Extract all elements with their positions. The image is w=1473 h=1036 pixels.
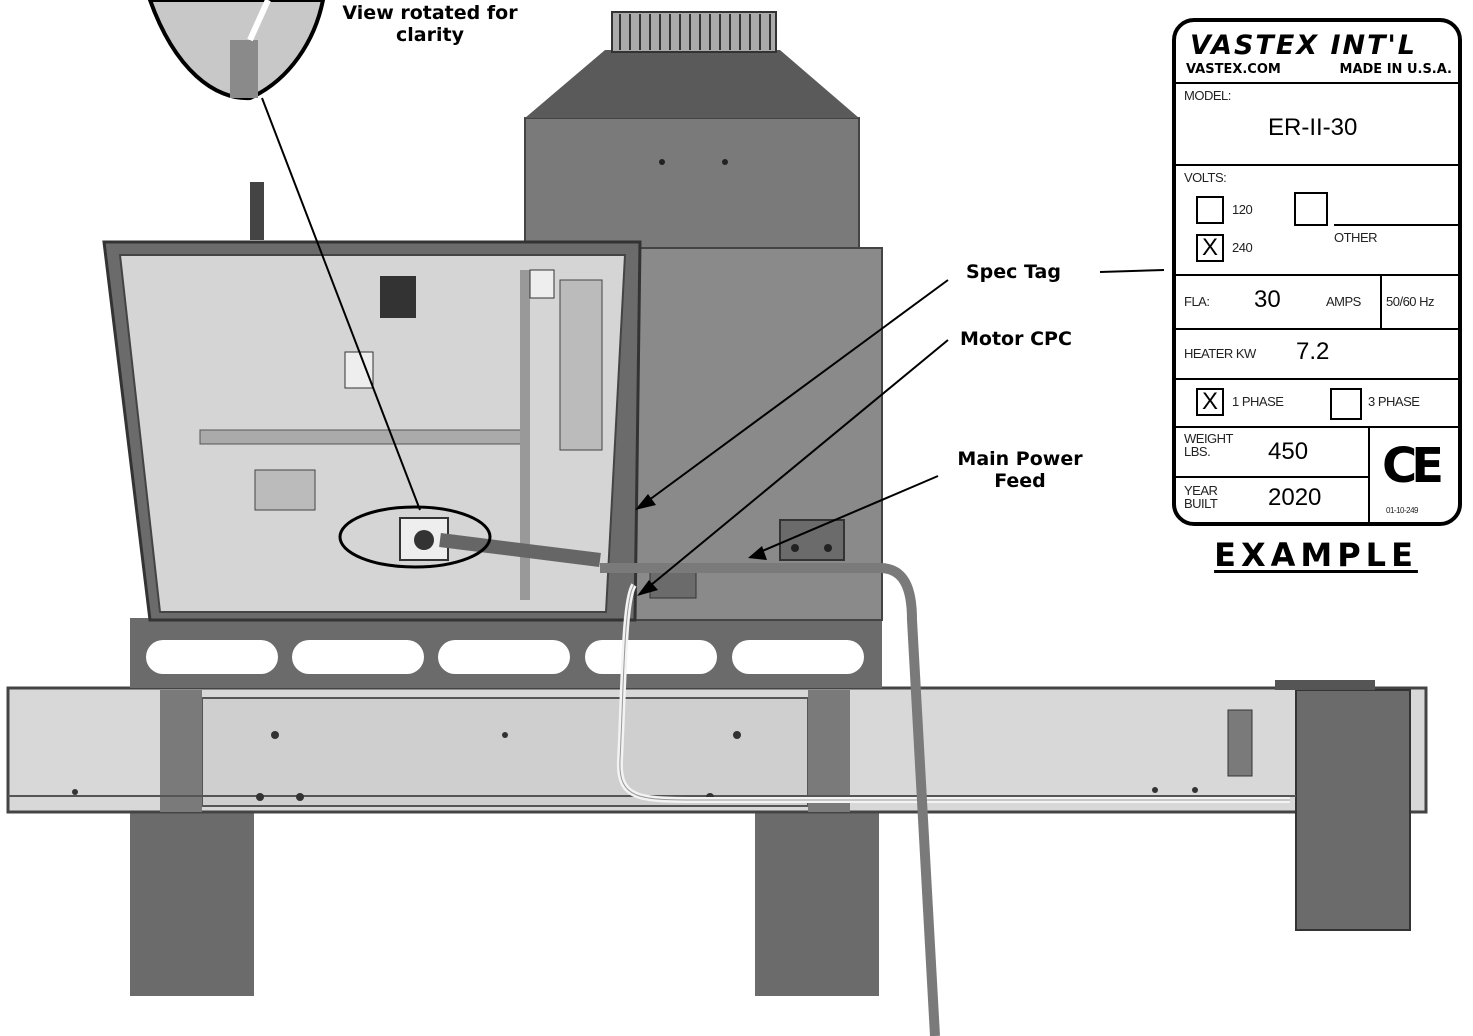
breaker-handle — [439, 533, 601, 567]
magnifier-terminal — [230, 40, 258, 98]
base-cutout — [438, 640, 570, 674]
bolt — [1192, 787, 1198, 793]
model-value: ER-II-30 — [1268, 114, 1358, 141]
volts-label: VOLTS: — [1184, 170, 1227, 185]
terminal-strip — [559, 279, 603, 451]
exhaust-housing — [524, 117, 860, 249]
tag-website: VASTEX.COM — [1186, 62, 1281, 77]
leader-line — [261, 97, 421, 511]
base-cutout — [146, 640, 278, 674]
other-checkbox — [1294, 192, 1328, 226]
component-block — [529, 269, 555, 299]
bolt — [72, 789, 78, 795]
other-label: OTHER — [1334, 230, 1378, 245]
tag-phase-row: X 1 PHASE 3 PHASE — [1176, 378, 1458, 426]
volts-120-checkbox — [1196, 196, 1224, 224]
spec-tag: VASTEX INT'L VASTEX.COM MADE IN U.S.A. M… — [1172, 18, 1462, 526]
phase3-label: 3 PHASE — [1368, 394, 1420, 409]
bolt — [791, 544, 799, 552]
motor-cpc-cable-edge — [619, 584, 1290, 801]
volts-240-label: 240 — [1232, 240, 1253, 255]
example-label: EXAMPLE — [1214, 536, 1418, 574]
fla-divider — [1380, 276, 1382, 328]
tag-brand: VASTEX INT'L — [1190, 30, 1418, 61]
tag-weight-year-row: WEIGHT LBS. 450 YEAR BUILT 2020 CE 01-10… — [1176, 426, 1458, 522]
bolt — [502, 732, 508, 738]
bolt — [733, 731, 741, 739]
weight-divider — [1176, 476, 1368, 478]
component-block — [254, 469, 316, 511]
bolt — [256, 793, 264, 801]
conveyor-inner-panel — [201, 697, 809, 807]
main-power-feed-callout: Main Power Feed — [957, 448, 1083, 492]
din-rail — [520, 270, 530, 600]
year-value: 2020 — [1268, 484, 1322, 511]
hz-label: 50/60 Hz — [1386, 294, 1435, 309]
volts-240-checkbox: X — [1196, 234, 1224, 262]
right-leg — [755, 810, 879, 996]
component-block — [344, 351, 374, 389]
main-power-cable — [600, 563, 940, 1036]
bolt — [1152, 787, 1158, 793]
tag-heater-row: HEATER KW 7.2 — [1176, 328, 1458, 378]
part-number: 01-10-249 — [1386, 506, 1418, 515]
heater-value: 7.2 — [1296, 338, 1330, 365]
base-cutout — [585, 640, 717, 674]
model-label: MODEL: — [1184, 88, 1231, 103]
weight-label: WEIGHT LBS. — [1184, 431, 1233, 459]
bolt — [296, 793, 304, 801]
other-line — [1334, 224, 1458, 226]
callout-arrows — [644, 269, 1165, 591]
volts-120-label: 120 — [1232, 202, 1253, 217]
left-leg — [130, 810, 254, 996]
spec-tag-callout: Spec Tag — [966, 261, 1061, 283]
base-cutout — [732, 640, 864, 674]
din-rail — [199, 429, 529, 445]
phase3-checkbox — [1330, 388, 1362, 420]
power-feed-box — [779, 519, 845, 561]
ce-divider — [1368, 428, 1370, 522]
fla-label: FLA: — [1184, 294, 1210, 309]
arrowheads — [635, 494, 767, 596]
motor-cpc-box — [649, 569, 697, 599]
conveyor-end-box — [1295, 689, 1411, 931]
component-block — [380, 276, 416, 318]
breaker-knob — [414, 530, 434, 550]
year-label: YEAR BUILT — [1184, 483, 1218, 511]
exhaust-hood — [525, 50, 859, 118]
door-handle — [250, 182, 264, 240]
amps-label: AMPS — [1326, 294, 1361, 309]
conveyor-post-right — [808, 690, 850, 812]
heater-label: HEATER KW — [1184, 346, 1256, 361]
conveyor-end-cap — [1275, 680, 1375, 690]
exhaust-vent — [611, 11, 777, 53]
highlight-circle — [338, 505, 492, 569]
view-rotated-label: View rotated for clarity — [342, 2, 518, 46]
conveyor-slot — [1227, 709, 1253, 777]
vent-slats — [619, 14, 771, 50]
bolt — [722, 159, 728, 165]
magnifier-wire — [247, 0, 271, 42]
base-cutout — [292, 640, 424, 674]
tag-model-row: MODEL: ER-II-30 — [1176, 82, 1458, 164]
tag-made-in: MADE IN U.S.A. — [1339, 62, 1452, 77]
weight-value: 450 — [1268, 438, 1309, 465]
motor-cpc-callout: Motor CPC — [960, 328, 1072, 350]
conveyor-post-left — [160, 690, 202, 812]
bolt — [271, 731, 279, 739]
phase1-checkbox: X — [1196, 388, 1224, 416]
phase1-label: 1 PHASE — [1232, 394, 1284, 409]
bolt — [824, 544, 832, 552]
tag-volts-row: VOLTS: 120 OTHER X 240 — [1176, 164, 1458, 274]
fla-value: 30 — [1254, 286, 1281, 313]
bolt — [659, 159, 665, 165]
ce-mark: CE — [1382, 438, 1444, 494]
tag-fla-row: FLA: 30 AMPS 50/60 Hz — [1176, 274, 1458, 328]
